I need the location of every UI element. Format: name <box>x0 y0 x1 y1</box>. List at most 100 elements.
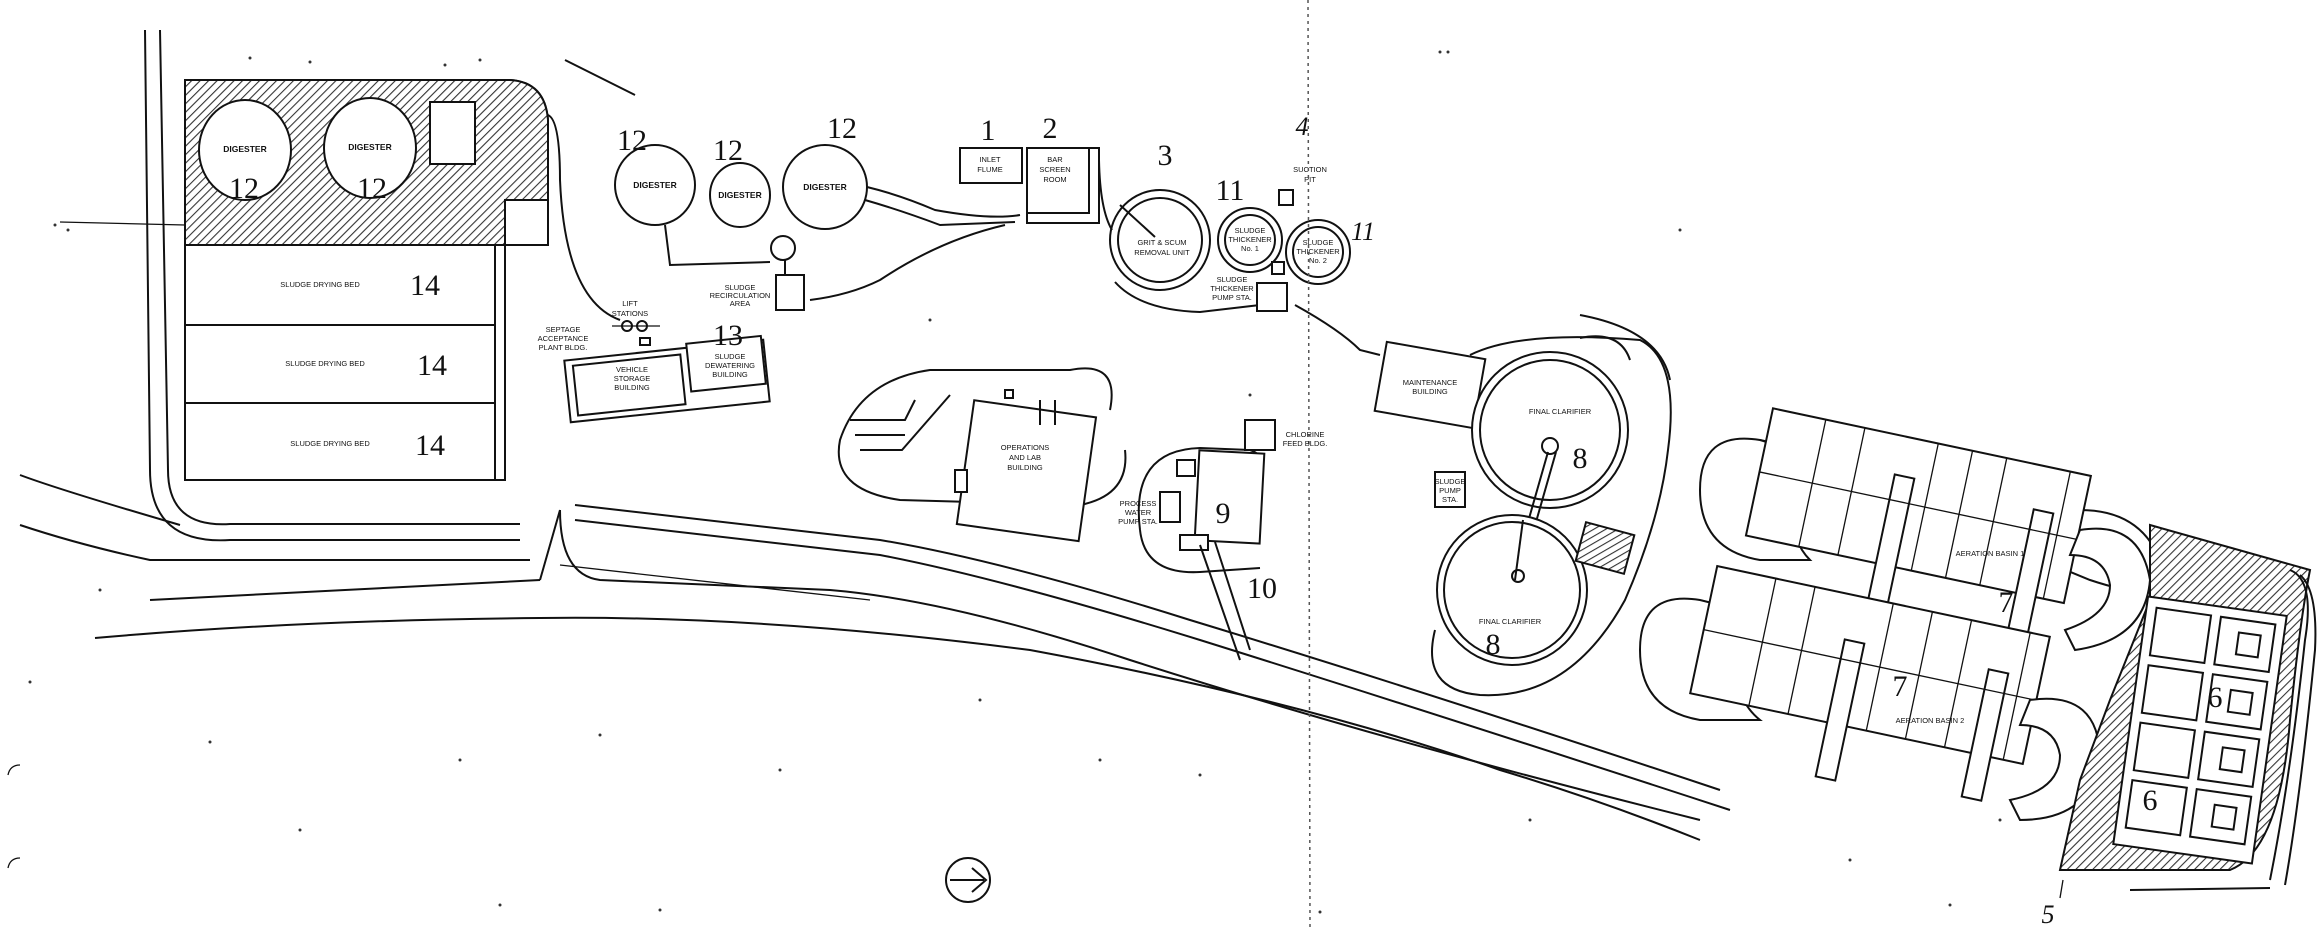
callout-5: 5 <box>2042 900 2055 928</box>
process-water-label-1: PROCESS <box>1120 499 1157 508</box>
thickener-pump-label-2: THICKENER <box>1210 284 1254 293</box>
callout-14a: 14 <box>410 269 440 302</box>
thickener-2-label-3: No. 2 <box>1309 256 1327 265</box>
sludge-recirc-label-2: RECIRCULATION <box>710 291 771 300</box>
aeration-basin-1 <box>1579 335 2165 652</box>
bar-screen-label-3: ROOM <box>1043 175 1066 184</box>
callout-11a: 11 <box>1216 174 1245 207</box>
callout-4: 4 <box>1296 112 1309 141</box>
lift-stations-label-2: STATIONS <box>612 309 648 318</box>
aeration-basin-2-label: AERATION BASIN 2 <box>1896 716 1965 725</box>
tank-complex <box>2058 523 2317 891</box>
thickener-2-label-2: THICKENER <box>1296 247 1340 256</box>
sludge-recirc-label-1: SLUDGE <box>725 283 756 292</box>
sludge-pump-label-1: SLUDGE <box>1435 477 1466 486</box>
vehicle-storage-building <box>563 334 771 424</box>
scan-specks <box>7 50 2002 914</box>
septage-label-1: SEPTAGE <box>546 325 581 334</box>
sludge-recirc-label-3: AREA <box>730 299 750 308</box>
thickener-pump-label-1: SLUDGE <box>1217 275 1248 284</box>
operations-label-1: OPERATIONS <box>1001 443 1050 452</box>
sludge-dewatering-label-1: SLUDGE <box>715 352 746 361</box>
sludge-pump-label-3: STA. <box>1442 495 1458 504</box>
final-clarifier-2-label: FINAL CLARIFIER <box>1479 617 1542 626</box>
sludge-thickener-1 <box>1217 207 1283 273</box>
callout-1: 1 <box>981 114 996 147</box>
inlet-flume <box>959 147 1023 184</box>
suction-pit-label-2: PIT <box>1304 175 1316 184</box>
suction-pit-label-1: SUCTION <box>1293 165 1327 174</box>
vehicle-storage-label-2: STORAGE <box>614 374 651 383</box>
septage-label-2: ACCEPTANCE <box>538 334 589 343</box>
final-clarifier-1-label: FINAL CLARIFIER <box>1529 407 1592 416</box>
match-line <box>1307 0 1311 928</box>
chlorine-label-2: FEED BLDG. <box>1283 439 1328 448</box>
callout-12b: 12 <box>357 172 387 205</box>
bar-screen-label-2: SCREEN <box>1039 165 1070 174</box>
maintenance-building <box>1294 304 1487 430</box>
operations-label-3: BUILDING <box>1007 463 1043 472</box>
maintenance-label-1: MAINTENANCE <box>1403 378 1458 387</box>
inlet-flume-label-1: INLET <box>979 155 1001 164</box>
inlet-flume-label-2: FLUME <box>977 165 1002 174</box>
thickener-1-label-3: No. 1 <box>1241 244 1259 253</box>
callout-10: 10 <box>1247 572 1277 605</box>
roads <box>19 29 1731 841</box>
drying-bed-3-label: SLUDGE DRYING BED <box>290 439 370 448</box>
final-clarifier-2 <box>1436 514 1588 666</box>
chlorine-label-1: CHLORINE <box>1286 430 1325 439</box>
aeration-basin-1-label: AERATION BASIN 1 <box>1956 549 2025 558</box>
callout-9: 9 <box>1216 497 1231 530</box>
vehicle-storage-label-1: VEHICLE <box>616 365 648 374</box>
callout-2: 2 <box>1043 112 1058 145</box>
digester-c1-label: DIGESTER <box>633 180 676 190</box>
callout-8b: 8 <box>1486 628 1501 661</box>
digester-c3-label: DIGESTER <box>803 182 846 192</box>
callout-12c: 12 <box>617 124 647 157</box>
callout-12d: 12 <box>713 134 743 167</box>
process-water-area <box>1137 419 1276 661</box>
final-clarifier-1 <box>1471 351 1629 523</box>
callout-3: 3 <box>1158 139 1173 172</box>
sludge-pump-label-2: PUMP <box>1439 486 1461 495</box>
grit-scum-unit <box>1098 159 1261 314</box>
digester-cluster <box>547 59 1021 321</box>
callout-6a: 6 <box>2208 681 2223 714</box>
callout-7b: 7 <box>1893 670 1908 703</box>
thickener-pump-box <box>1271 261 1285 275</box>
callout-13: 13 <box>713 319 743 352</box>
callout-12a: 12 <box>229 172 259 205</box>
callout-7a: 7 <box>1999 586 2014 619</box>
digester-left-2-label: DIGESTER <box>348 142 391 152</box>
aeration-basin-2 <box>1638 564 2102 822</box>
digester-left-2: DIGESTER <box>323 97 417 199</box>
thickener-pump-station <box>1256 282 1288 312</box>
callout-11b: 11 <box>1351 217 1375 246</box>
grit-scum-label-2: REMOVAL UNIT <box>1134 248 1190 257</box>
digester-left-1: DIGESTER <box>198 99 292 201</box>
operations-label-2: AND LAB <box>1009 453 1041 462</box>
septage-label-3: PLANT BLDG. <box>539 343 588 352</box>
junction-box <box>1574 520 1636 576</box>
drying-bed-1-label: SLUDGE DRYING BED <box>280 280 360 289</box>
digester-c2-label: DIGESTER <box>718 190 761 200</box>
digester-left-1-label: DIGESTER <box>223 144 266 154</box>
maintenance-label-2: BUILDING <box>1412 387 1448 396</box>
north-arrow-icon <box>945 857 991 903</box>
sludge-dewatering-label-3: BUILDING <box>712 370 748 379</box>
sludge-pump-station <box>1434 471 1466 508</box>
suction-pit <box>1278 189 1294 206</box>
vehicle-storage-label-3: BUILDING <box>614 383 650 392</box>
drying-bed-2-label: SLUDGE DRYING BED <box>285 359 365 368</box>
sludge-dewatering-label-2: DEWATERING <box>705 361 755 370</box>
bar-screen-label-1: BAR <box>1047 155 1063 164</box>
callout-14c: 14 <box>415 429 445 462</box>
callout-12e: 12 <box>827 112 857 145</box>
callout-8a: 8 <box>1573 442 1588 475</box>
sludge-thickener-2 <box>1285 219 1351 285</box>
callout-14b: 14 <box>417 349 447 382</box>
grit-scum-label-1: GRIT & SCUM <box>1137 238 1186 247</box>
callout-6b: 6 <box>2143 784 2158 817</box>
thickener-1-label-1: SLUDGE <box>1235 226 1266 235</box>
